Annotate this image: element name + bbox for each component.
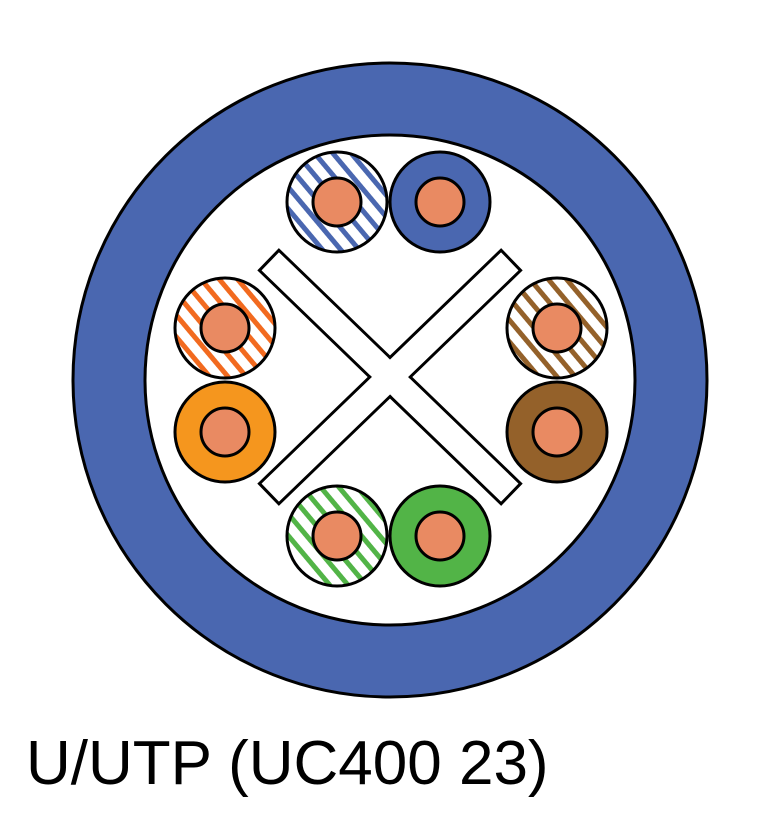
cross-separator (257, 248, 523, 506)
copper-core (311, 176, 363, 228)
copper-core (414, 510, 466, 562)
copper-core (414, 176, 466, 228)
copper-core (199, 406, 251, 458)
copper-core (199, 302, 251, 354)
copper-core (531, 302, 583, 354)
cable-type-caption: U/UTP (UC400 23) (26, 729, 549, 798)
copper-core (311, 510, 363, 562)
copper-core (531, 406, 583, 458)
wire-green-solid (388, 484, 492, 588)
wire-orange-striped (173, 276, 277, 380)
wire-orange-solid (173, 380, 277, 484)
wire-brown-solid (505, 380, 609, 484)
wire-blue-striped (285, 150, 389, 254)
wire-brown-striped (505, 276, 609, 380)
wire-blue-solid (388, 150, 492, 254)
wire-green-striped (285, 484, 389, 588)
